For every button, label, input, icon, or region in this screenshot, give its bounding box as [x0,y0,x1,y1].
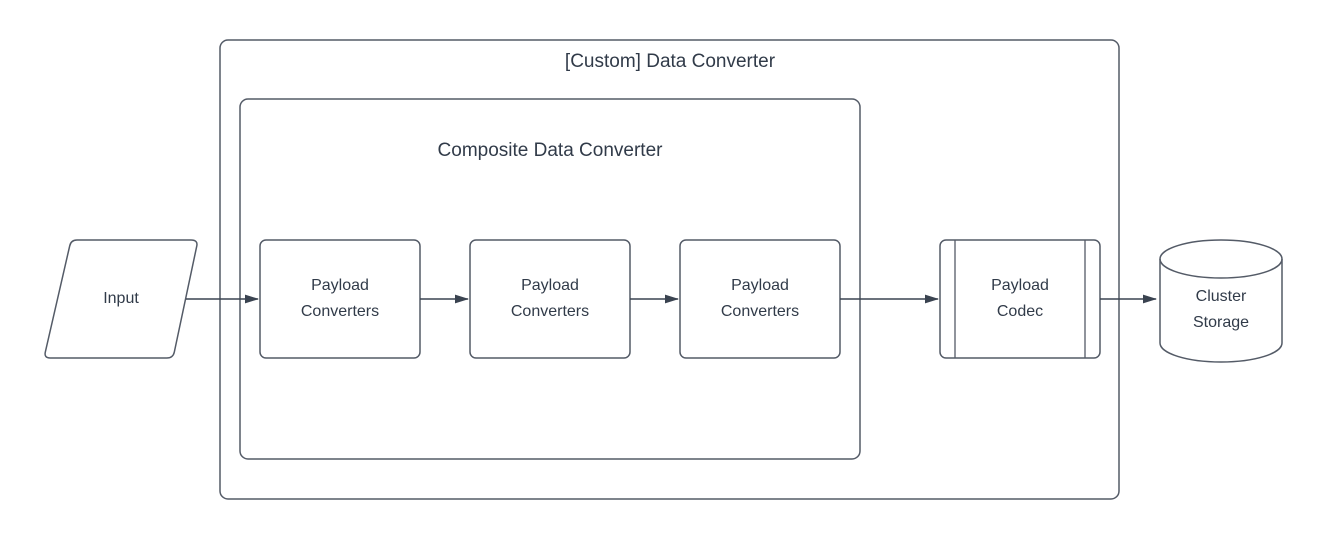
cluster-storage-label: Cluster Storage [1160,258,1282,362]
input-node-label-text: Input [103,290,139,307]
composite-data-converter-title: Composite Data Converter [437,140,663,161]
payload-converters-label-3: Payload Converters [680,240,840,358]
input-shape [44,239,198,359]
payload-converters-label-1: Payload Converters [260,240,420,358]
custom-data-converter-container [219,39,1120,500]
custom-data-converter-title: [Custom] Data Converter [564,51,776,72]
input-node-label: Input [44,240,198,358]
cluster-storage-cylinder [1159,239,1283,363]
payload-codec-label-text: Payload Codec [991,277,1049,320]
payload-converters-label-3-text: Payload Converters [720,277,800,320]
payload-converters-label-2-text: Payload Converters [510,277,590,320]
cluster-storage-label-text: Cluster Storage [1192,288,1250,331]
payload-converters-label-2: Payload Converters [470,240,630,358]
payload-converters-label-1-text: Payload Converters [300,277,380,320]
cluster-storage-cylinder-lid [1159,258,1283,279]
payload-codec-label: Payload Codec [955,240,1085,358]
composite-data-converter-container [239,98,861,460]
